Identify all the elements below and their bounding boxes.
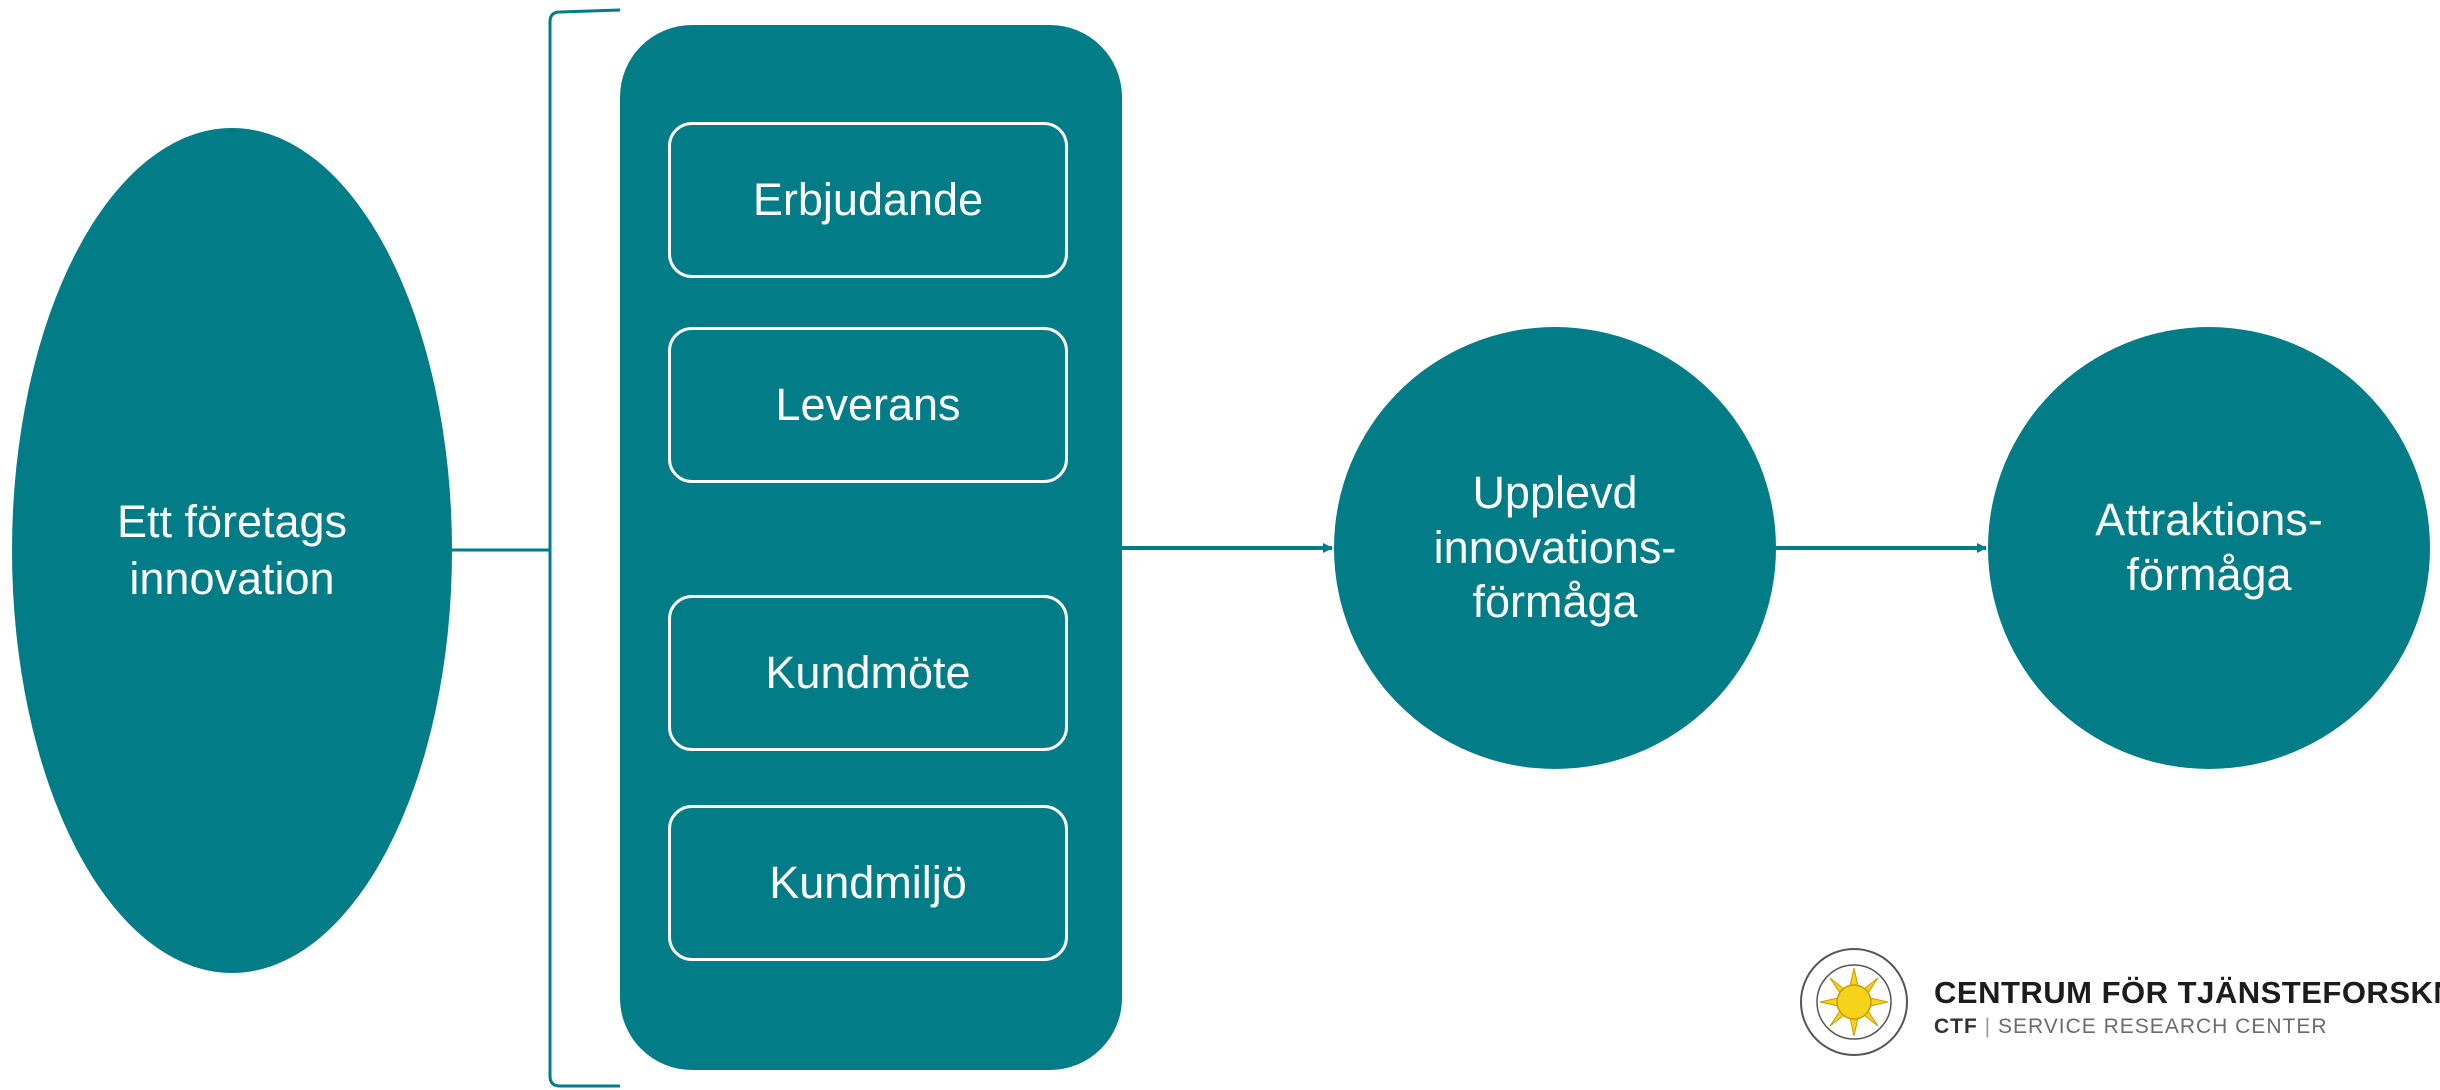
- perceived-innovation-node: Upplevd innovations- förmåga: [1334, 327, 1776, 769]
- dimension-label: Leverans: [775, 379, 961, 430]
- dimension-box-leverans: Leverans: [668, 327, 1068, 483]
- dimension-box-kundmiljo: Kundmiljö: [668, 805, 1068, 961]
- logo-subtitle: CTF | SERVICE RESEARCH CENTER: [1934, 1015, 2328, 1039]
- logo-separator: |: [1984, 1015, 1992, 1038]
- dimension-label: Erbjudande: [752, 174, 984, 225]
- dimension-box-kundmote: Kundmöte: [668, 595, 1068, 751]
- dimension-label: Kundmöte: [765, 647, 971, 698]
- logo-title: CENTRUM FÖR TJÄNSTEFORSKNING: [1934, 975, 2440, 1010]
- company-innovation-node: Ett företags innovation: [12, 128, 452, 973]
- dimensions-panel: Erbjudande Leverans Kundmöte Kundmiljö: [620, 25, 1122, 1070]
- logo-subtitle-text: SERVICE RESEARCH CENTER: [1997, 1015, 2328, 1038]
- dimension-box-erbjudande: Erbjudande: [668, 122, 1068, 278]
- logo-abbr: CTF: [1934, 1015, 1978, 1038]
- grouping-bracket: [548, 8, 621, 1088]
- university-seal-logo: [1800, 948, 1908, 1056]
- company-innovation-label: Ett företags innovation: [116, 496, 348, 604]
- attraction-node: Attraktions- förmåga: [1988, 327, 2430, 769]
- dimension-label: Kundmiljö: [769, 857, 967, 908]
- perceived-innovation-label: Upplevd innovations- förmåga: [1433, 466, 1677, 628]
- attraction-label: Attraktions- förmåga: [2095, 494, 2323, 600]
